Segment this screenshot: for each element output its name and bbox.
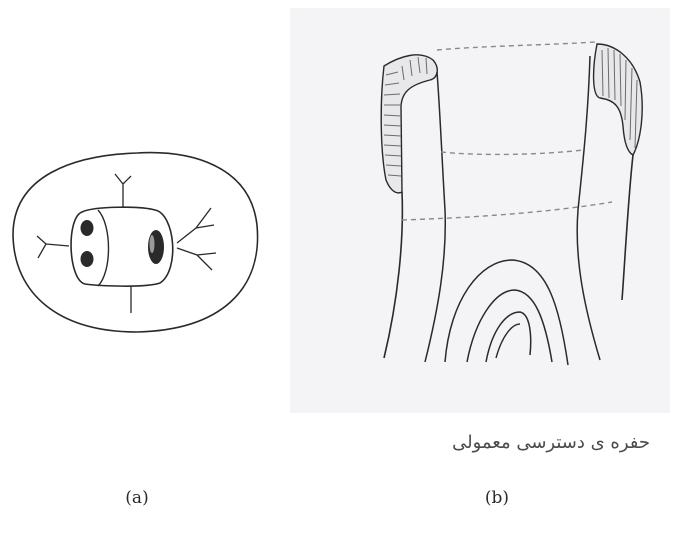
tooth-crown-outline xyxy=(13,153,258,332)
panel-b-label: (b) xyxy=(485,488,509,508)
panel-a-diagram xyxy=(13,153,258,332)
mesiolingual-canal-orifice xyxy=(81,251,94,267)
panel-b-caption: حفره ی دسترسی معمولی xyxy=(395,432,650,453)
fissure-lines xyxy=(37,174,216,313)
panel-a-label: (a) xyxy=(125,488,148,508)
cavity-wall-arc xyxy=(98,210,109,286)
panel-b-diagram xyxy=(290,8,670,413)
distal-canal-highlight xyxy=(150,235,155,253)
mesiobuccal-canal-orifice xyxy=(81,220,94,236)
